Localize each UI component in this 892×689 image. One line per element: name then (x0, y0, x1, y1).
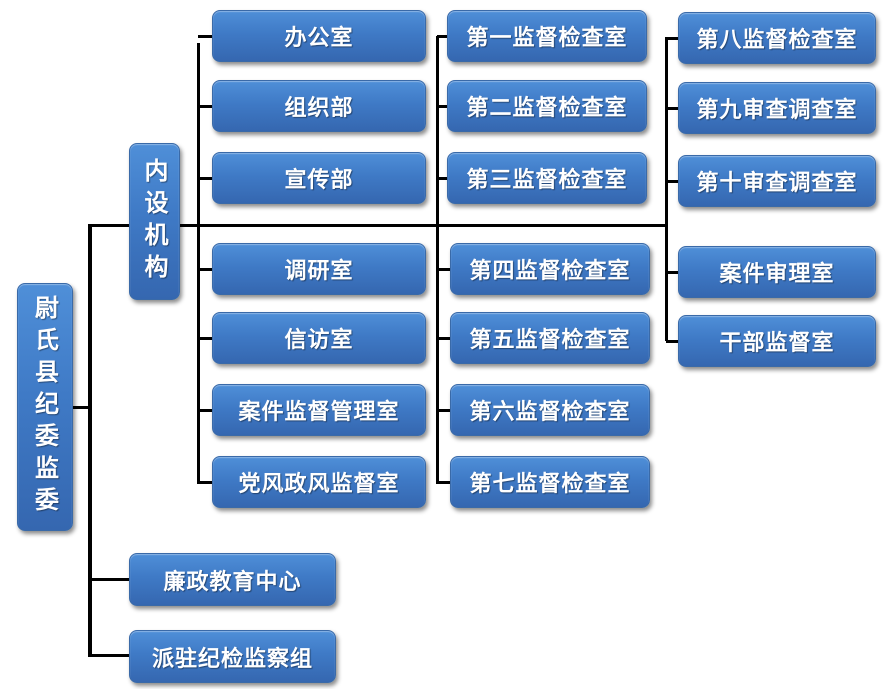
connector (666, 180, 678, 183)
connector (666, 340, 678, 343)
connector (666, 37, 678, 40)
connector (437, 268, 450, 271)
connector (437, 409, 450, 412)
col3-node[interactable]: 第十审查调查室 (678, 155, 876, 207)
col2-node[interactable]: 第二监督检查室 (447, 80, 647, 132)
col1-node[interactable]: 党风政风监督室 (212, 456, 426, 508)
connector (665, 37, 668, 341)
connector (88, 578, 130, 581)
connector (198, 35, 212, 38)
connector (197, 43, 200, 484)
col1-node[interactable]: 信访室 (212, 312, 426, 364)
col2-node[interactable]: 第四监督检查室 (450, 243, 650, 295)
inner-org-node[interactable]: 内设机构 (129, 143, 180, 300)
other-node[interactable]: 派驻纪检监察组 (129, 630, 336, 683)
col2-node[interactable]: 第五监督检查室 (450, 312, 650, 364)
connector (436, 36, 439, 484)
col3-node[interactable]: 第八监督检查室 (678, 12, 876, 64)
connector (73, 406, 90, 409)
connector (198, 105, 212, 108)
connector (437, 481, 450, 484)
connector (198, 268, 212, 271)
connector (437, 337, 450, 340)
col2-node[interactable]: 第一监督检查室 (447, 10, 647, 62)
col1-node[interactable]: 调研室 (212, 243, 426, 295)
col3-node[interactable]: 第九审查调查室 (678, 82, 876, 134)
connector (198, 409, 212, 412)
col1-node[interactable]: 宣传部 (212, 152, 426, 204)
col3-node[interactable]: 案件审理室 (678, 246, 876, 298)
connector (88, 224, 92, 656)
connector (198, 481, 212, 484)
connector (437, 105, 447, 108)
col3-node[interactable]: 干部监督室 (678, 315, 876, 367)
connector (666, 271, 678, 274)
connector (198, 337, 212, 340)
col1-node[interactable]: 案件监督管理室 (212, 384, 426, 436)
col1-node[interactable]: 办公室 (212, 10, 426, 62)
other-node[interactable]: 廉政教育中心 (129, 553, 336, 606)
col2-node[interactable]: 第七监督检查室 (450, 456, 650, 508)
connector (437, 177, 447, 180)
connector (437, 35, 447, 38)
col2-node[interactable]: 第六监督检查室 (450, 384, 650, 436)
connector (198, 177, 212, 180)
root-node[interactable]: 尉氏县纪委监委 (17, 283, 73, 531)
connector (666, 107, 678, 110)
connector (88, 654, 130, 657)
col1-node[interactable]: 组织部 (212, 80, 426, 132)
col2-node[interactable]: 第三监督检查室 (447, 152, 647, 204)
connector (88, 224, 668, 227)
